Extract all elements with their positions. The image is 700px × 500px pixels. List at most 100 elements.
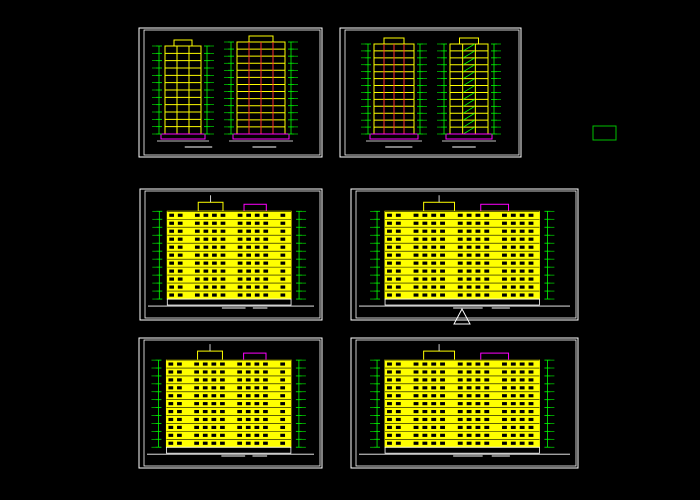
window [502, 362, 507, 366]
window [254, 402, 260, 406]
window [431, 253, 437, 257]
window [519, 213, 525, 217]
window [220, 417, 225, 422]
window [254, 213, 260, 217]
window [484, 213, 490, 217]
window [466, 269, 472, 273]
window [475, 402, 481, 406]
window [194, 229, 200, 233]
window [466, 285, 472, 289]
window [237, 394, 243, 398]
window [422, 261, 428, 265]
window [254, 433, 260, 437]
window [475, 269, 481, 273]
window [237, 370, 243, 374]
sheet-6[interactable] [350, 337, 579, 469]
window [211, 409, 217, 414]
window [440, 417, 445, 422]
sheets-layer [138, 27, 579, 469]
foundation [369, 133, 419, 140]
sheet-5[interactable] [138, 337, 323, 469]
window [263, 386, 268, 390]
window [194, 245, 200, 249]
window [431, 285, 437, 289]
window [237, 441, 243, 445]
window [177, 386, 182, 390]
window [202, 362, 208, 366]
window [431, 433, 437, 437]
window [237, 229, 243, 233]
window [237, 293, 243, 297]
window [246, 293, 251, 297]
window [263, 213, 269, 217]
window [168, 409, 174, 414]
window [246, 253, 251, 257]
window [254, 378, 260, 382]
window [528, 402, 534, 406]
foundation [232, 133, 290, 140]
window [475, 253, 481, 257]
window [440, 370, 445, 374]
window [484, 417, 490, 422]
window [457, 425, 463, 429]
window [177, 269, 183, 273]
window [211, 402, 217, 406]
window [263, 237, 269, 241]
window [212, 221, 217, 225]
window [194, 362, 199, 366]
window [395, 402, 401, 406]
window [387, 433, 392, 437]
window [528, 417, 534, 422]
sheet-1[interactable] [138, 27, 323, 158]
window [237, 269, 243, 273]
sheet-4[interactable] [350, 188, 579, 321]
window [280, 417, 286, 422]
window [519, 425, 525, 429]
window [457, 441, 463, 445]
window [413, 293, 419, 297]
window [484, 362, 490, 366]
window [169, 261, 175, 265]
window [422, 293, 428, 297]
sheet-3[interactable] [139, 188, 323, 321]
window [220, 362, 225, 366]
sheet-2[interactable] [339, 27, 522, 158]
window [484, 402, 490, 406]
window [280, 269, 286, 273]
window [280, 229, 286, 233]
window [203, 221, 209, 225]
window [237, 221, 243, 225]
window [502, 285, 507, 289]
window [177, 370, 182, 374]
window [220, 213, 226, 217]
window [502, 269, 507, 273]
window [510, 269, 516, 273]
window [263, 253, 269, 257]
window [502, 394, 507, 398]
window [263, 362, 268, 366]
window [169, 245, 175, 249]
window [510, 245, 516, 249]
window [168, 394, 174, 398]
window [254, 417, 260, 422]
window [177, 402, 182, 406]
window [475, 237, 481, 241]
window [395, 417, 401, 422]
window [502, 221, 507, 225]
facade [166, 210, 292, 300]
window [220, 293, 226, 297]
window [519, 402, 525, 406]
window [395, 433, 401, 437]
window [502, 409, 507, 414]
window [519, 253, 525, 257]
window [440, 245, 445, 249]
window [440, 253, 445, 257]
window [413, 370, 419, 374]
window [457, 417, 463, 422]
window [194, 277, 200, 281]
sheet-inner-border [144, 190, 321, 319]
window [528, 433, 534, 437]
window [194, 394, 199, 398]
window [431, 237, 437, 241]
